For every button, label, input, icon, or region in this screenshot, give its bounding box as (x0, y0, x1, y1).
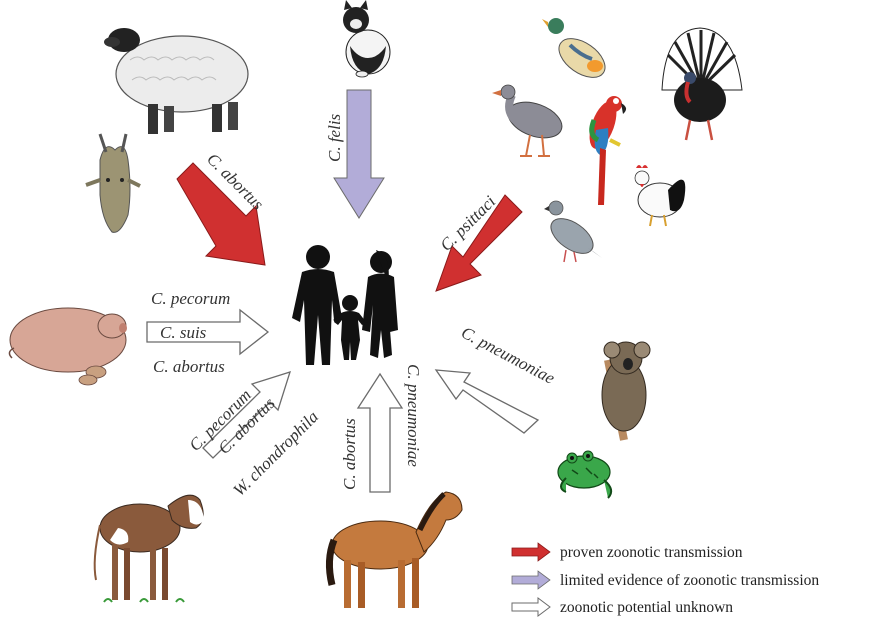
arrow-horse-unknown (358, 374, 402, 492)
parrot-icon (584, 96, 626, 205)
label-cat: C. felis (325, 113, 344, 162)
legend-item-proven: proven zoonotic transmission (512, 543, 743, 561)
koala-icon (602, 342, 650, 440)
legend: proven zoonotic transmission limited evi… (512, 543, 819, 616)
legend-label-unknown: zoonotic potential unknown (560, 599, 733, 616)
goose-icon (492, 85, 567, 156)
label-pig-3: C. abortus (153, 357, 225, 376)
pig-icon (9, 308, 127, 385)
goat-icon (86, 134, 140, 232)
legend-swatch-limited (512, 571, 550, 589)
cat-icon (343, 0, 390, 77)
duck-icon (542, 18, 612, 85)
turkey-icon (662, 28, 742, 140)
sheep-icon (104, 28, 248, 134)
rooster-icon (635, 165, 685, 226)
legend-swatch-unknown (512, 598, 550, 616)
label-horse-1: C. abortus (340, 418, 359, 490)
human-family-icon (292, 245, 398, 365)
horse-icon (329, 492, 462, 608)
label-pig-2: C. suis (160, 323, 207, 342)
pigeon-icon (544, 201, 602, 262)
legend-label-proven: proven zoonotic transmission (560, 544, 743, 561)
arrow-koala-frog-unknown (436, 370, 538, 433)
label-pig-1: C. pecorum (151, 289, 230, 308)
legend-item-unknown: zoonotic potential unknown (512, 598, 733, 616)
legend-swatch-proven (512, 543, 550, 561)
frog-icon (558, 451, 611, 498)
legend-label-limited: limited evidence of zoonotic transmissio… (560, 572, 819, 589)
calf-icon (95, 495, 204, 602)
label-horse-2: C. pneumoniae (404, 364, 423, 467)
label-koala-frog: C. pneumoniae (458, 323, 558, 388)
legend-item-limited: limited evidence of zoonotic transmissio… (512, 571, 819, 589)
